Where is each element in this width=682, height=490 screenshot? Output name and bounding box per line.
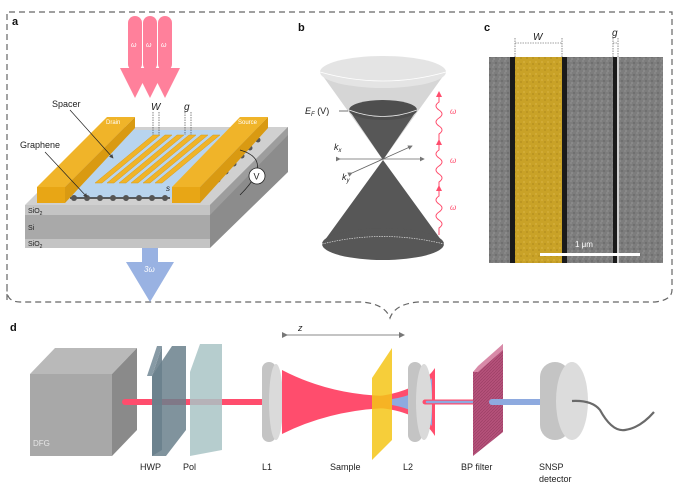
gap-label-a: g bbox=[184, 102, 190, 113]
z-label: z bbox=[297, 323, 303, 333]
photon-transitions bbox=[435, 91, 443, 235]
dirac-cone bbox=[319, 56, 447, 260]
detector-fiber bbox=[571, 399, 655, 432]
source-electrode bbox=[172, 117, 268, 203]
photon-label-2: ω bbox=[450, 156, 456, 165]
output-beam-label: 3ω bbox=[144, 265, 155, 274]
bp-filter-label: BP filter bbox=[461, 462, 492, 472]
fermi-level-label: EF (V) bbox=[305, 106, 329, 118]
spacer-pointer bbox=[69, 109, 114, 159]
pol-label: Pol bbox=[183, 462, 196, 472]
hwp-label: HWP bbox=[140, 462, 161, 472]
sem-image bbox=[489, 57, 663, 263]
voltmeter-icon bbox=[248, 167, 266, 185]
ky-axis bbox=[347, 145, 413, 177]
dimension-markers-c bbox=[514, 38, 619, 57]
photon-label-3: ω bbox=[450, 203, 456, 212]
output-beam bbox=[126, 248, 174, 302]
panel-label-d: d bbox=[10, 322, 17, 334]
omega-label-2: ω bbox=[146, 42, 152, 49]
scale-bar-label: 1 μm bbox=[575, 240, 593, 249]
voltmeter-label: V bbox=[254, 172, 260, 182]
lens-l1 bbox=[262, 362, 283, 442]
layer-si: Si bbox=[28, 225, 35, 232]
spacing-label: s bbox=[166, 184, 170, 193]
spacer-label: Spacer bbox=[52, 99, 81, 109]
scale-bar bbox=[540, 253, 640, 256]
omega-label-1: ω bbox=[131, 42, 137, 49]
snsp-label: SNSP bbox=[539, 462, 564, 472]
graphene-pointer bbox=[44, 151, 88, 198]
drain-label: Drain bbox=[106, 120, 120, 126]
detector-label: detector bbox=[539, 474, 572, 484]
dimension-markers-a bbox=[152, 112, 192, 135]
l2-label: L2 bbox=[403, 462, 413, 472]
ky-label: ky bbox=[342, 172, 351, 184]
graphene-label: Graphene bbox=[20, 140, 60, 150]
hwp-edge bbox=[147, 346, 162, 376]
layer-sio2-bottom: SiO2 bbox=[28, 241, 43, 250]
gap-label-c: g bbox=[612, 28, 618, 39]
sample-plate bbox=[372, 348, 392, 460]
width-label-a: W bbox=[151, 102, 162, 113]
dashed-enclosure bbox=[6, 11, 673, 320]
panel-label-a: a bbox=[12, 16, 19, 28]
width-label-c: W bbox=[533, 32, 544, 43]
layer-sio2-top: SiO2 bbox=[28, 208, 43, 217]
sample-label: Sample bbox=[330, 462, 361, 472]
photon-label-1: ω bbox=[450, 107, 456, 116]
omega-label-3: ω bbox=[161, 42, 167, 49]
filter-edge bbox=[473, 344, 503, 372]
dfg-label: DFG bbox=[33, 439, 50, 448]
panel-label-b: b bbox=[298, 22, 305, 34]
focused-beam bbox=[282, 370, 388, 434]
grating-fingers bbox=[94, 134, 221, 184]
kx-label: kx bbox=[334, 142, 343, 154]
incident-beams bbox=[120, 16, 180, 98]
bandpass-filter bbox=[473, 344, 503, 456]
polarizer bbox=[190, 344, 222, 456]
source-label: Source bbox=[238, 120, 258, 126]
voltage-wire bbox=[239, 149, 258, 196]
l1-label: L1 bbox=[262, 462, 272, 472]
hwp-body bbox=[152, 346, 186, 456]
panel-label-c: c bbox=[484, 22, 490, 34]
